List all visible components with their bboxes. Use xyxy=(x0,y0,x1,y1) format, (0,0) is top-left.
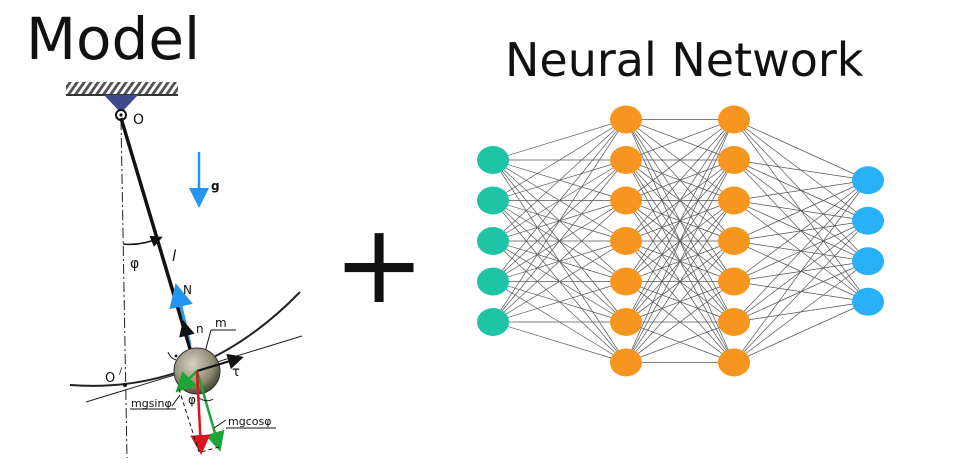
network-edge xyxy=(492,321,627,363)
network-edge xyxy=(625,119,735,201)
network-edge xyxy=(492,119,627,282)
network-edge xyxy=(492,119,627,201)
network-edge xyxy=(492,119,627,323)
network-edge xyxy=(733,179,869,242)
force-parallelogram-bottom xyxy=(200,446,220,453)
network-edge xyxy=(625,119,735,242)
network-edge xyxy=(492,119,627,242)
network-edge xyxy=(492,200,627,323)
origin-point xyxy=(123,383,127,387)
length-label: l xyxy=(172,247,177,265)
hidden1-node xyxy=(610,348,642,377)
network-edge xyxy=(733,220,869,363)
input-node xyxy=(477,267,509,296)
network-edge xyxy=(733,180,869,323)
pivot-label: O xyxy=(133,112,144,128)
network-edge xyxy=(733,180,869,363)
gravity-label: g xyxy=(211,179,220,193)
tangent-arrow xyxy=(196,353,244,372)
network-edge xyxy=(492,159,627,323)
output-node xyxy=(852,247,884,276)
hidden2-node xyxy=(718,105,750,134)
input-node xyxy=(477,227,509,255)
hidden2-node xyxy=(718,186,750,215)
unit-normal-label: n xyxy=(196,322,204,336)
tangential-force-arrow xyxy=(175,370,198,393)
tangent-label: τ xyxy=(232,365,240,380)
hidden2-node xyxy=(718,227,750,255)
network-edge xyxy=(733,301,869,363)
network-nodes xyxy=(477,105,884,377)
vertical-reference-line xyxy=(120,119,128,459)
right-angle-dot xyxy=(174,354,178,358)
mass-leader xyxy=(204,329,212,353)
normal-force-leader xyxy=(213,419,227,429)
network-edge xyxy=(625,119,735,323)
output-node xyxy=(852,166,884,195)
network-edge xyxy=(625,321,735,363)
tangential-force-leader xyxy=(171,394,181,407)
origin-prime: / xyxy=(119,367,123,377)
input-node xyxy=(477,186,509,215)
input-node xyxy=(477,146,509,174)
lower-angle-label: φ xyxy=(188,393,196,407)
network-edge xyxy=(625,119,735,363)
hidden2-node xyxy=(718,146,750,174)
plus-sign: + xyxy=(333,200,425,328)
hidden2-node xyxy=(718,348,750,377)
hidden1-node xyxy=(610,308,642,336)
angle-arc xyxy=(122,235,163,247)
pendulum-rod xyxy=(119,117,193,353)
pivot-dot xyxy=(119,113,123,117)
hidden1-node xyxy=(610,186,642,215)
network-edge xyxy=(625,119,735,161)
output-node xyxy=(852,287,884,316)
neural-network-title: Neural Network xyxy=(505,33,864,87)
normal-force-label: N xyxy=(183,283,192,297)
normal-component-arrow xyxy=(195,370,225,452)
hidden1-node xyxy=(610,227,642,255)
normal-component-label: mgcosφ xyxy=(228,415,271,428)
input-node xyxy=(477,308,509,336)
hidden1-node xyxy=(610,105,642,134)
mass-label: m xyxy=(215,316,227,330)
lower-angle-arc xyxy=(198,397,214,402)
network-edge xyxy=(625,119,735,282)
network-edge xyxy=(733,179,869,201)
network-edge xyxy=(492,119,627,161)
weight-arrow xyxy=(190,370,211,455)
hidden2-node xyxy=(718,308,750,336)
network-edge xyxy=(733,179,869,282)
unit-normal-arrow xyxy=(179,320,195,353)
network-edge xyxy=(733,260,869,363)
network-edge xyxy=(625,200,735,363)
network-edge xyxy=(733,119,869,181)
angle-label: φ xyxy=(130,256,139,272)
hidden1-node xyxy=(610,146,642,174)
hidden2-node xyxy=(718,267,750,296)
network-edge xyxy=(492,240,627,323)
network-edge xyxy=(625,240,735,363)
pivot-support xyxy=(104,95,138,113)
hidden1-node xyxy=(610,267,642,296)
origin-label: O xyxy=(105,371,115,386)
network-edge xyxy=(625,281,735,363)
model-title: Model xyxy=(26,5,201,73)
network-edge xyxy=(492,281,627,323)
ceiling-hatch xyxy=(66,82,178,95)
network-edge xyxy=(625,159,735,363)
output-node xyxy=(852,206,884,235)
network-edge xyxy=(733,159,869,181)
right-angle-arc xyxy=(167,351,177,361)
network-edges xyxy=(492,119,869,363)
tangential-force-label: mgsinφ xyxy=(131,397,172,410)
